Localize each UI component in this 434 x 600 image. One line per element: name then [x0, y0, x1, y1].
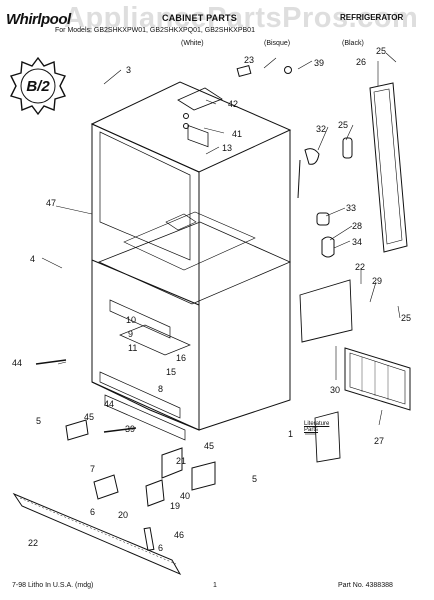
- callout-25b: 25: [338, 120, 348, 130]
- callout-44a: 44: [12, 358, 22, 368]
- callout-16: 16: [176, 353, 186, 363]
- literature-parts-label: Literature Parts: [304, 421, 330, 433]
- callout-4: 4: [30, 254, 35, 264]
- cabinet-back-edge: [198, 130, 291, 431]
- callout-11: 8: [158, 384, 163, 394]
- callout-1: 1: [288, 429, 293, 439]
- callout-9: 11: [128, 343, 137, 353]
- callout-3: 3: [126, 65, 131, 75]
- callout-6b: 6: [158, 543, 163, 553]
- callout-25c: 25: [401, 313, 411, 323]
- callout-5a: 5: [36, 416, 41, 426]
- callout-5b: 5: [252, 474, 257, 484]
- callout-28: 28: [352, 221, 362, 231]
- callout-39b: 39: [125, 424, 135, 434]
- callout-13: 13: [222, 143, 232, 153]
- product-type: REFRIGERATOR: [340, 13, 404, 22]
- watermark: AppliancePartsPros.com: [64, 2, 419, 34]
- callout-23: 22: [355, 262, 365, 272]
- callout-46: 46: [174, 530, 184, 540]
- callout-47: 47: [46, 198, 56, 208]
- model-numbers: For Models: GB2SHKXPW01, GB2SHKXPQ01, GB…: [55, 27, 255, 34]
- callout-6a: 6: [90, 507, 95, 517]
- finish-bisque: (Bisque): [264, 40, 291, 47]
- callout-20: 20: [118, 510, 128, 520]
- cabinet-side-panel: [91, 123, 200, 431]
- brand-logo: Whirlpool: [6, 11, 71, 28]
- callout-7: 9: [128, 329, 133, 339]
- callout-39a: 39: [314, 58, 324, 68]
- callout-29: 29: [372, 276, 382, 286]
- callout-8: 10: [126, 315, 136, 325]
- callout-15: 15: [166, 367, 176, 377]
- callout-22: 22: [28, 538, 38, 548]
- section-title: CABINET PARTS: [162, 13, 237, 23]
- badge-text: B/2: [26, 78, 50, 95]
- callout-32: 32: [316, 124, 326, 134]
- divider-shelf: [97, 221, 291, 305]
- callout-40: 40: [180, 491, 190, 501]
- footer-part-number: Part No. 4388388: [338, 582, 393, 589]
- callout-26: 26: [356, 57, 366, 67]
- callout-24: 23: [244, 55, 254, 65]
- callout-27: 27: [374, 436, 384, 446]
- footer-litho: 7-98 Litho In U.S.A. (mdg): [12, 582, 94, 589]
- footer-page-number: 1: [213, 582, 217, 589]
- badge-icon: B/2: [10, 56, 66, 116]
- cabinet-top: [90, 81, 292, 173]
- finish-white: (White): [181, 40, 204, 47]
- callout-33: 33: [346, 203, 356, 213]
- callout-34: 34: [352, 237, 362, 247]
- callout-42: 42: [228, 99, 238, 109]
- callout-30: 30: [330, 385, 340, 395]
- callout-41: 41: [232, 129, 242, 139]
- callout-44b: 44: [104, 399, 114, 409]
- callout-45b: 45: [204, 441, 214, 451]
- callout-19: 19: [170, 501, 180, 511]
- callout-10: 7: [90, 464, 95, 474]
- callout-21: 21: [176, 456, 186, 466]
- finish-black: (Black): [342, 40, 364, 47]
- callout-25a: 25: [376, 46, 386, 56]
- callout-45a: 45: [84, 412, 94, 422]
